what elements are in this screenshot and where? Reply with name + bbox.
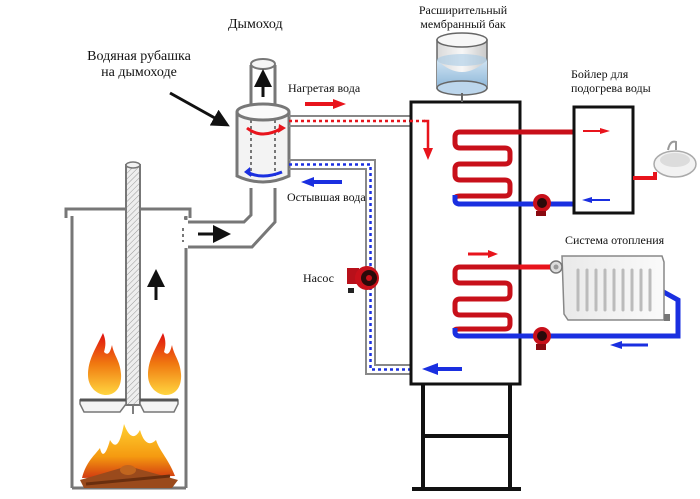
firewood-fire-icon [80,424,178,488]
water-jacket-label-line2: на дымоходе [101,65,177,80]
pump-icon [347,266,379,293]
stove [64,161,277,490]
dhw-boiler [572,105,657,215]
heated-water-arrow-icon [305,99,346,109]
jacket-pointer-arrow-icon [169,91,230,127]
dhw-boiler-label: Бойлер для подогрева воды [571,67,651,95]
dhw-boiler-label-line2: подогрева воды [571,81,651,95]
cooled-water-arrow-icon [301,177,342,187]
flame-left-icon [88,333,122,395]
sink-icon [653,140,697,178]
expansion-tank-label-line2: мембранный бак [420,17,506,31]
dhw-coil [452,129,575,207]
heating-return-arrow-icon [610,341,648,349]
water-jacket-label-line1: Водяная рубашка [87,49,191,64]
dhw-pump-icon [533,194,551,216]
heating-pump-icon [533,327,551,350]
heated-water-label: Нагретая вода [288,81,361,95]
pump-label: Насос [303,271,334,285]
cooled-water-label: Остывшая вода [287,190,366,204]
heating-coil [452,250,681,339]
hot-water-pipe [289,115,410,127]
water-jacket-label: Водяная рубашка на дымоходе [84,49,194,81]
expansion-tank-icon [436,32,488,102]
chimney-label: Дымоход [228,17,283,32]
heat-storage-tank [409,100,522,491]
expansion-tank-label: Расширительный мембранный бак [418,3,508,31]
dhw-boiler-label-line1: Бойлер для [571,67,629,81]
radiator-icon [549,255,670,321]
heating-system-label: Система отопления [565,233,665,247]
expansion-tank-label-line1: Расширительный [418,3,508,17]
chimney [249,58,277,108]
flame-right-icon [148,333,182,395]
water-jacket [235,102,291,184]
